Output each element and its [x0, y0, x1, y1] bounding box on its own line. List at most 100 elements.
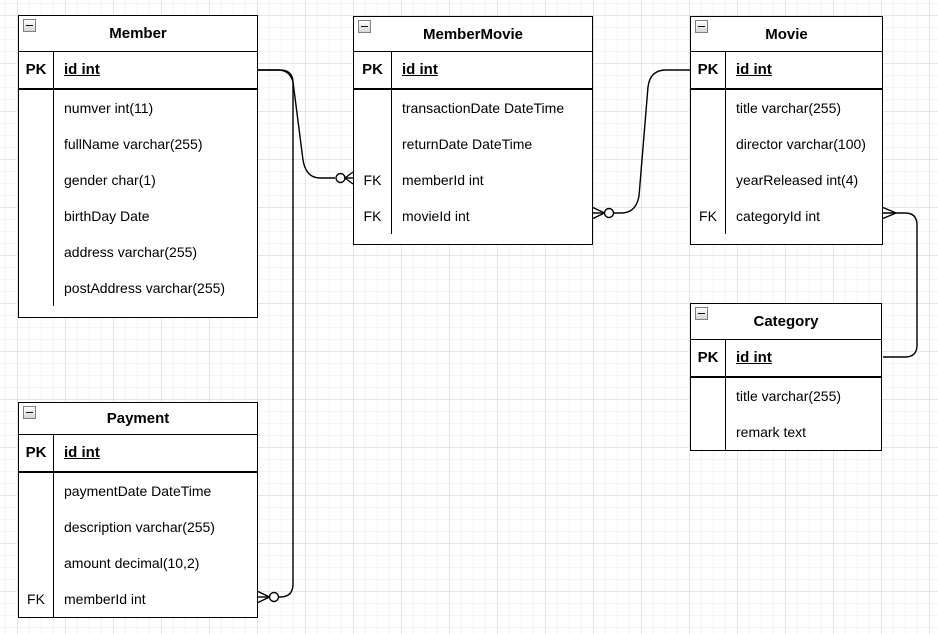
- attribute-cell: yearReleased int(4): [736, 172, 859, 188]
- attribute-cell: amount decimal(10,2): [64, 555, 200, 571]
- attribute-cell: memberId int: [402, 172, 484, 188]
- table-row[interactable]: address varchar(255): [19, 234, 257, 270]
- table-row[interactable]: returnDate DateTime: [354, 126, 592, 162]
- entity-table-payment[interactable]: Payment PK id int paymentDate DateTime desc…: [18, 402, 258, 618]
- table-rows: PK id int numver int(11) fullName varchar(2…: [19, 52, 257, 306]
- key-cell: [19, 126, 54, 162]
- key-cell: PK: [19, 52, 54, 88]
- attribute-cell: description varchar(255): [64, 519, 215, 535]
- key-cell: PK: [19, 435, 54, 471]
- table-row[interactable]: title varchar(255): [691, 90, 882, 126]
- attribute-cell: transactionDate DateTime: [402, 100, 565, 116]
- collapse-icon[interactable]: [23, 406, 36, 419]
- attribute-cell: postAddress varchar(255): [64, 280, 226, 296]
- attribute-cell: id int: [64, 444, 100, 461]
- table-row[interactable]: postAddress varchar(255): [19, 270, 257, 306]
- key-cell: [19, 509, 54, 545]
- table-row[interactable]: transactionDate DateTime: [354, 90, 592, 126]
- key-cell: [19, 473, 54, 509]
- attribute-cell: title varchar(255): [736, 100, 842, 116]
- key-cell: FK: [354, 198, 392, 234]
- table-rows: PK id int title varchar(255) director varch…: [691, 52, 882, 234]
- attribute-cell: remark text: [736, 424, 807, 440]
- table-pk-row[interactable]: PK id int: [691, 340, 881, 378]
- key-cell: [354, 90, 392, 126]
- key-cell: PK: [691, 340, 726, 376]
- table-row[interactable]: fullName varchar(255): [19, 126, 257, 162]
- attribute-cell: movieId int: [402, 208, 470, 224]
- relationship-member-payment[interactable]: [257, 69, 294, 604]
- key-cell: [691, 90, 726, 126]
- relationship-category-movie[interactable]: [882, 206, 918, 358]
- table-row[interactable]: director varchar(100): [691, 126, 882, 162]
- key-cell: FK: [354, 162, 392, 198]
- table-pk-row[interactable]: PK id int: [19, 52, 257, 90]
- table-header[interactable]: Category: [691, 304, 881, 340]
- table-row[interactable]: gender char(1): [19, 162, 257, 198]
- table-title: Member: [109, 25, 167, 42]
- attribute-cell: fullName varchar(255): [64, 136, 203, 152]
- table-row[interactable]: FK memberId int: [354, 162, 592, 198]
- table-title: MemberMovie: [422, 25, 524, 43]
- collapse-icon[interactable]: [358, 20, 371, 33]
- attribute-cell: numver int(11): [64, 100, 154, 116]
- key-cell: [19, 162, 54, 198]
- table-row[interactable]: amount decimal(10,2): [19, 545, 257, 581]
- attribute-cell: paymentDate DateTime: [64, 483, 212, 499]
- entity-table-movie[interactable]: Movie PK id int title varchar(255) director…: [690, 16, 883, 245]
- key-cell: [19, 545, 54, 581]
- table-row[interactable]: description varchar(255): [19, 509, 257, 545]
- key-cell: PK: [354, 52, 392, 88]
- key-cell: [19, 270, 54, 306]
- relationship-movie-membermovie[interactable]: [592, 69, 690, 220]
- table-rows: PK id int paymentDate DateTime description …: [19, 435, 257, 617]
- table-row[interactable]: birthDay Date: [19, 198, 257, 234]
- table-header[interactable]: MemberMovie: [354, 17, 592, 52]
- table-row[interactable]: yearReleased int(4): [691, 162, 882, 198]
- table-title: Movie: [765, 25, 808, 43]
- table-pk-row[interactable]: PK id int: [691, 52, 882, 90]
- attribute-cell: id int: [64, 61, 100, 78]
- entity-table-category[interactable]: Category PK id int title varchar(255) remar…: [690, 303, 882, 451]
- attribute-cell: returnDate DateTime: [402, 136, 533, 152]
- key-cell: [691, 126, 726, 162]
- table-rows: PK id int title varchar(255) remark text: [691, 340, 881, 450]
- table-title: Payment: [106, 410, 170, 427]
- attribute-cell: id int: [736, 349, 772, 366]
- relationship-member-membermovie[interactable]: [258, 69, 354, 185]
- table-row[interactable]: FK movieId int: [354, 198, 592, 234]
- table-title: Category: [753, 313, 819, 330]
- table-pk-row[interactable]: PK id int: [19, 435, 257, 473]
- attribute-cell: memberId int: [64, 591, 146, 607]
- entity-table-member[interactable]: Member PK id int numver int(11) fullName va…: [18, 15, 258, 318]
- collapse-icon[interactable]: [695, 307, 708, 320]
- key-cell: FK: [19, 581, 54, 617]
- attribute-cell: address varchar(255): [64, 244, 198, 260]
- key-cell: [354, 126, 392, 162]
- table-row[interactable]: title varchar(255): [691, 378, 881, 414]
- collapse-icon[interactable]: [23, 19, 36, 32]
- table-header[interactable]: Payment: [19, 403, 257, 435]
- attribute-cell: categoryId int: [736, 208, 821, 224]
- attribute-cell: title varchar(255): [736, 388, 842, 404]
- table-row[interactable]: numver int(11): [19, 90, 257, 126]
- table-header[interactable]: Member: [19, 16, 257, 52]
- attribute-cell: id int: [736, 61, 772, 78]
- table-row[interactable]: paymentDate DateTime: [19, 473, 257, 509]
- key-cell: [19, 234, 54, 270]
- collapse-icon[interactable]: [695, 20, 708, 33]
- key-cell: [691, 414, 726, 450]
- key-cell: [691, 378, 726, 414]
- attribute-cell: director varchar(100): [736, 136, 866, 152]
- attribute-cell: gender char(1): [64, 172, 156, 188]
- key-cell: PK: [691, 52, 726, 88]
- key-cell: [19, 90, 54, 126]
- table-header[interactable]: Movie: [691, 17, 882, 52]
- table-row[interactable]: FK categoryId int: [691, 198, 882, 234]
- key-cell: FK: [691, 198, 726, 234]
- table-row[interactable]: remark text: [691, 414, 881, 450]
- table-row[interactable]: FK memberId int: [19, 581, 257, 617]
